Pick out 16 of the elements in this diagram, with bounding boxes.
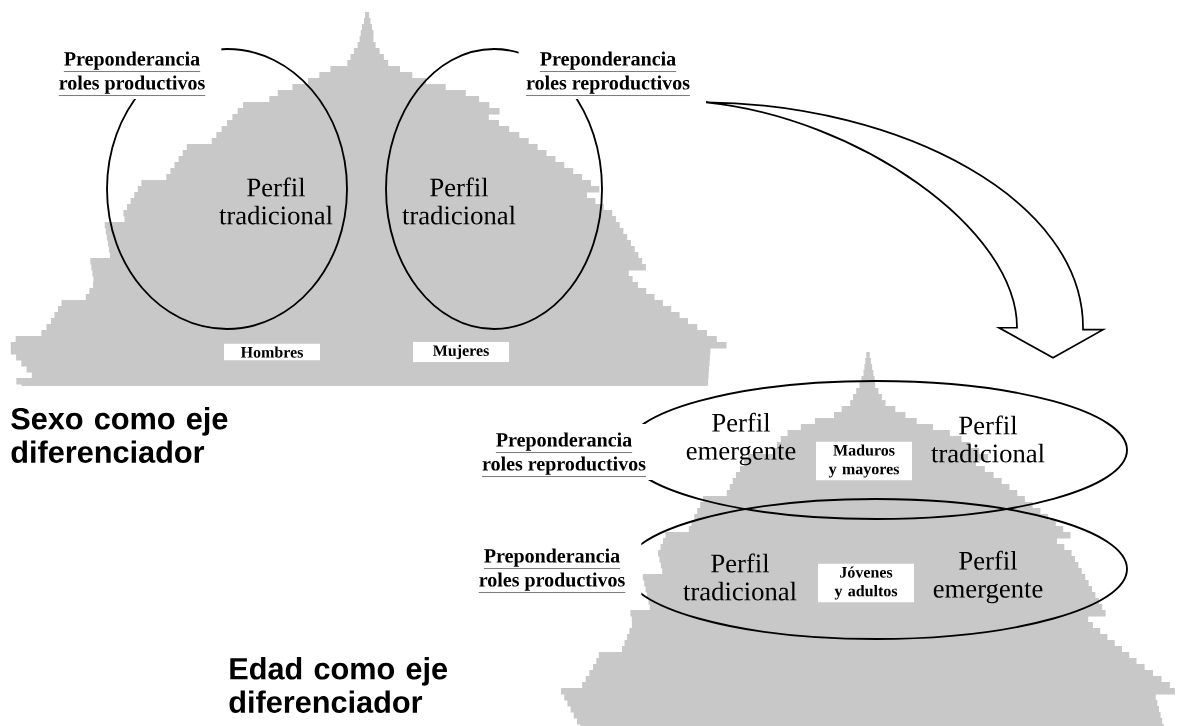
profile-text: Perfil tradicional: [219, 177, 333, 225]
profile-text: Perfil tradicional: [683, 553, 797, 601]
role-label: Preponderancia roles productivos: [42, 43, 222, 99]
heading: Edad como eje diferenciador: [229, 657, 448, 713]
role-label: Preponderancia roles reproductivos: [518, 43, 698, 99]
role-label: Preponderancia roles reproductivos: [474, 424, 654, 480]
group-label: Jóvenes y adultos: [818, 563, 914, 603]
group-label: Mujeres: [413, 342, 509, 362]
profile-text: Perfil tradicional: [402, 177, 516, 225]
group-label: Maduros y mayores: [816, 441, 912, 481]
profile-text: Perfil emergente: [933, 550, 1043, 604]
curved-block-arrow: [705, 101, 1104, 359]
role-label: Preponderancia roles productivos: [462, 540, 642, 596]
profile-text: Perfil emergente: [686, 412, 796, 466]
heading: Sexo como eje diferenciador: [11, 407, 228, 463]
profile-text: Perfil tradicional: [931, 415, 1045, 463]
